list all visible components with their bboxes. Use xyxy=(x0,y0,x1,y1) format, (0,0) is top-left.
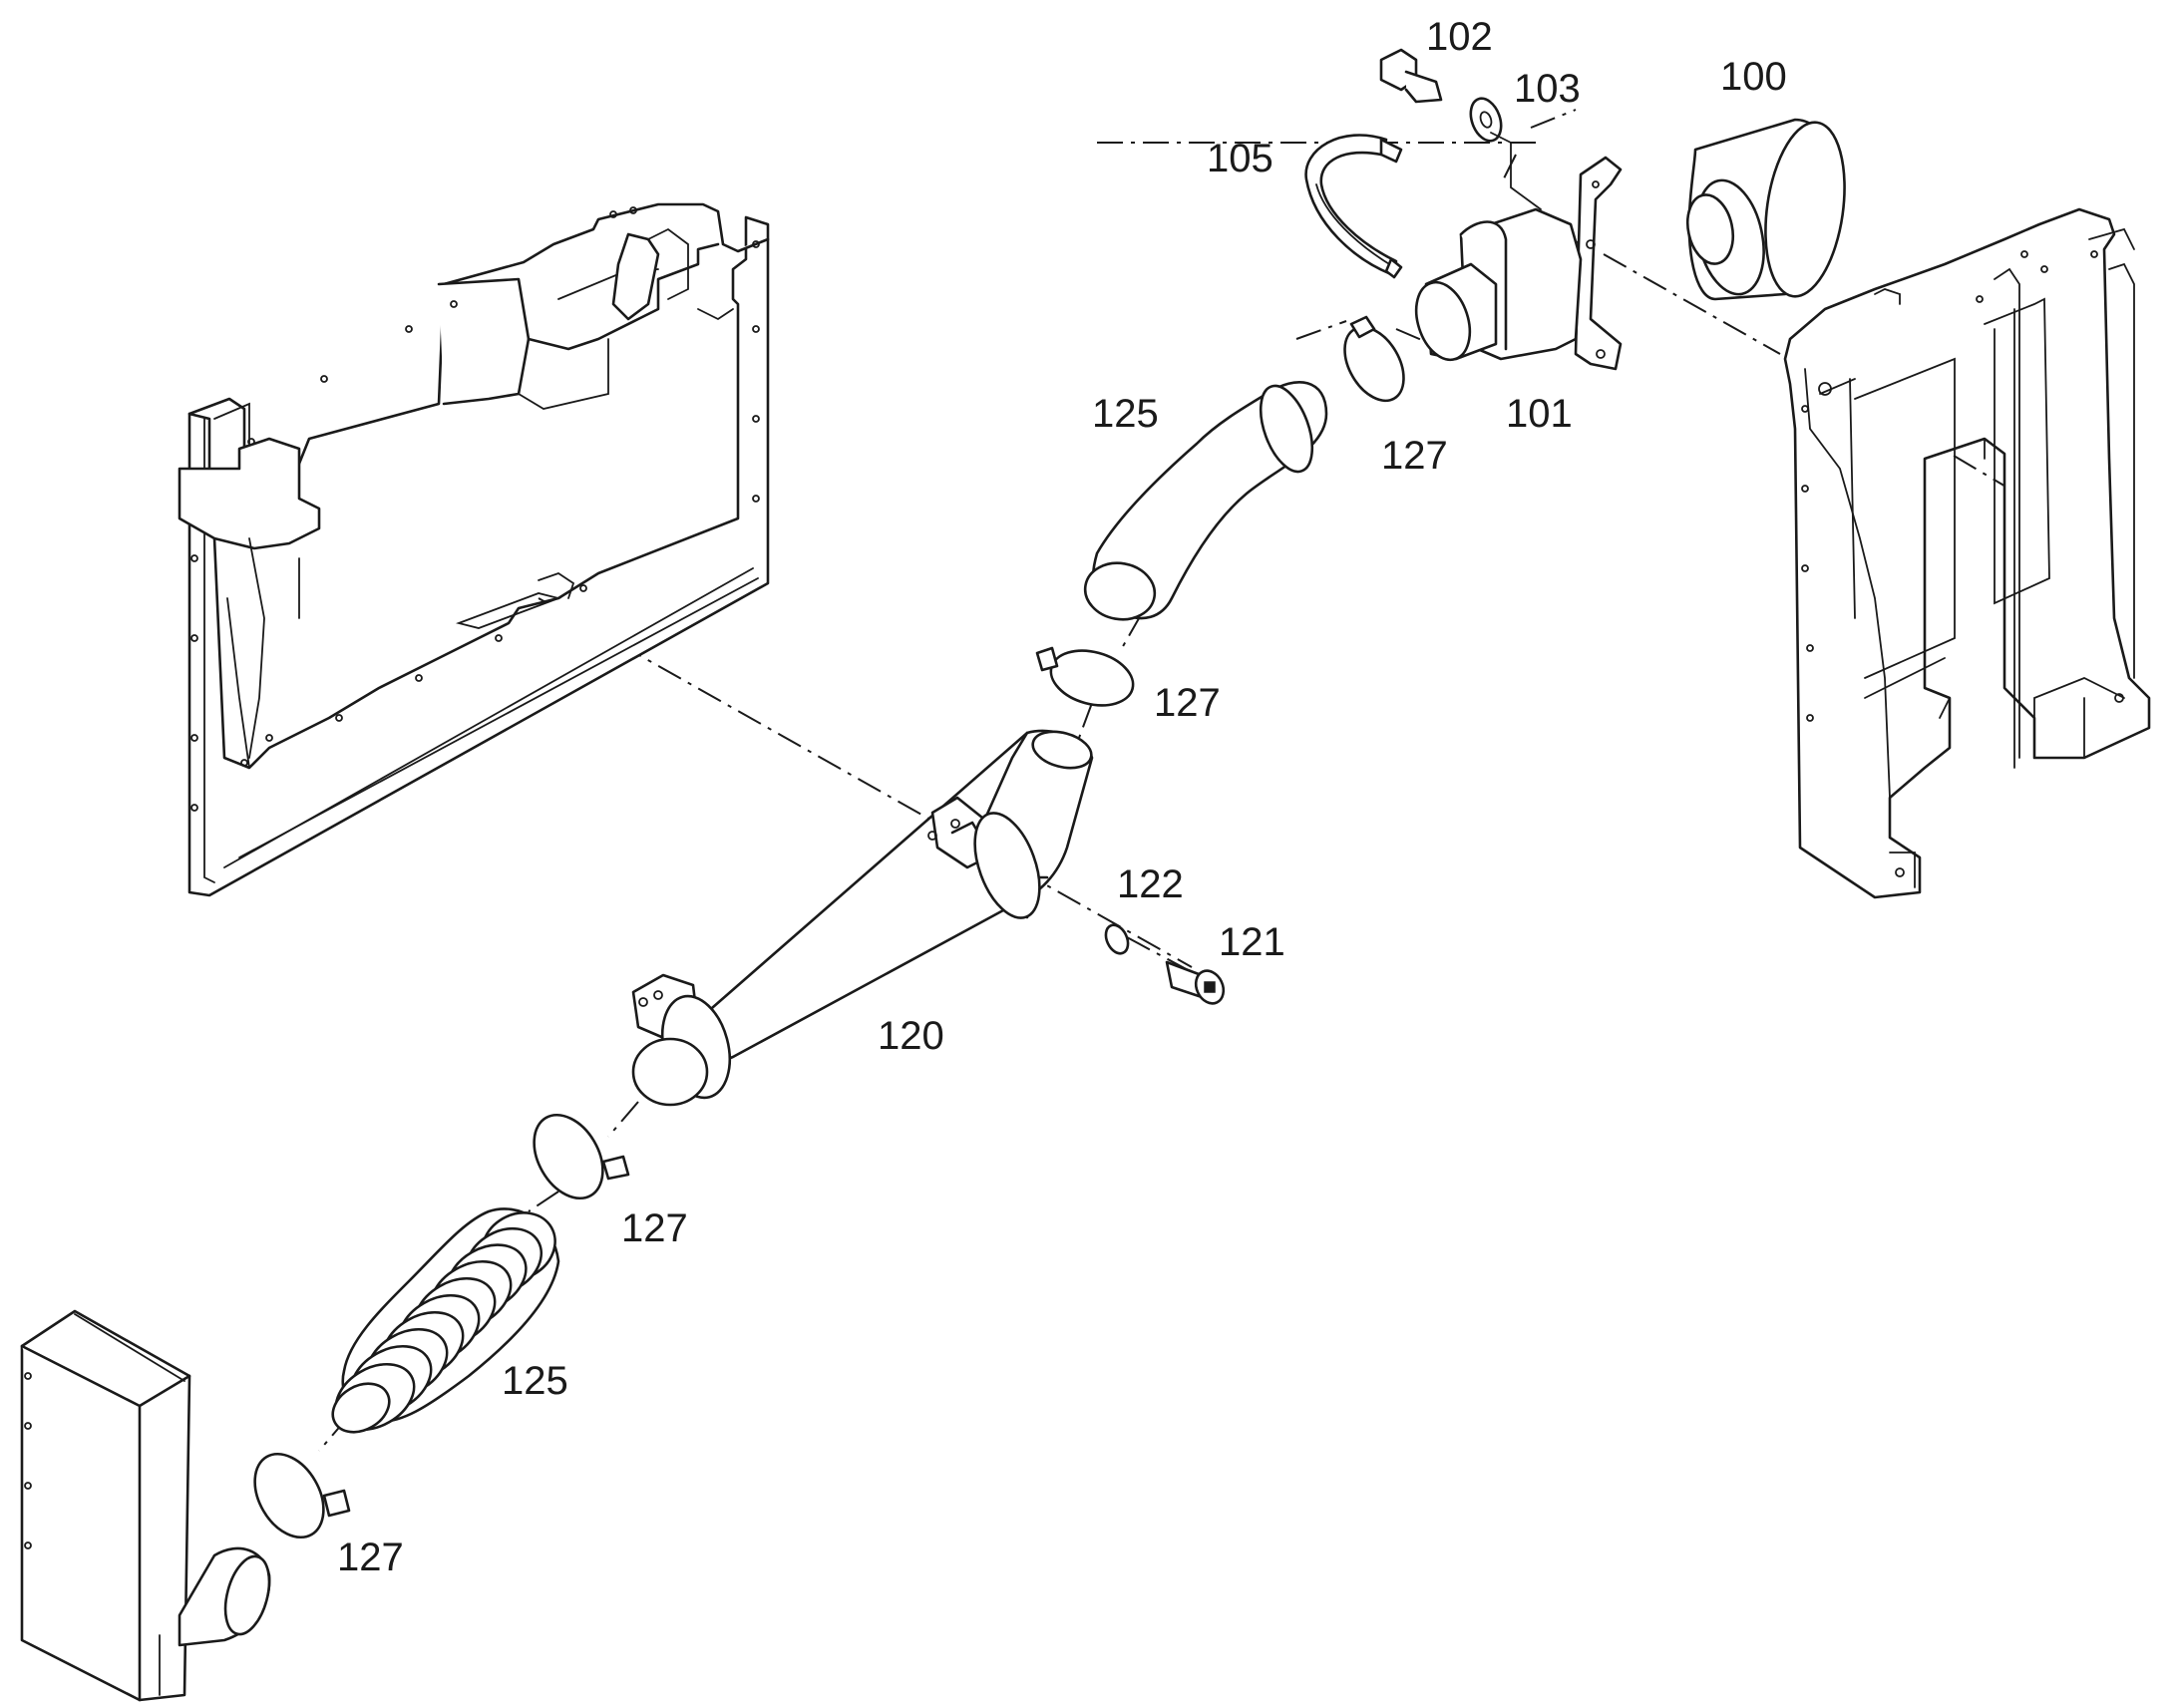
callout-105: 105 xyxy=(1207,137,1273,180)
washer-122 xyxy=(1104,923,1130,955)
callout-127-third: 127 xyxy=(621,1206,688,1250)
main-tube-120 xyxy=(631,729,1094,1107)
callout-127-top: 127 xyxy=(1381,434,1448,478)
washer-103 xyxy=(1469,97,1503,143)
hose-clamp-bottom xyxy=(253,1452,351,1539)
hose-clamp-third xyxy=(533,1113,630,1200)
strap-105 xyxy=(1304,134,1403,279)
air-filter-canister xyxy=(1685,118,1846,301)
callout-103: 103 xyxy=(1514,67,1581,111)
callout-125-lower: 125 xyxy=(502,1359,568,1403)
bolt-121 xyxy=(1165,960,1226,1005)
callout-102: 102 xyxy=(1426,15,1493,59)
callout-120: 120 xyxy=(878,1014,944,1058)
left-frame-panel xyxy=(178,202,770,897)
center-lines xyxy=(318,109,2035,1452)
callout-127-second: 127 xyxy=(1154,681,1221,725)
hose-clamp-second xyxy=(1035,646,1135,707)
intake-housing-bracket xyxy=(1414,156,1623,371)
callout-127-bottom: 127 xyxy=(337,1536,404,1579)
hose-clamp-top xyxy=(1343,315,1405,403)
right-frame-panel xyxy=(1783,207,2151,899)
callout-122: 122 xyxy=(1117,862,1184,906)
callout-101: 101 xyxy=(1506,392,1573,436)
upper-hose xyxy=(1083,381,1328,621)
callout-125-upper: 125 xyxy=(1092,392,1159,436)
pre-cleaner-box xyxy=(20,1309,271,1702)
bolt-102 xyxy=(1379,48,1443,104)
corrugated-hose xyxy=(331,1207,560,1434)
callout-labels: 102 103 100 105 125 101 127 127 122 121 … xyxy=(337,15,1787,1579)
leader-lines xyxy=(1490,132,1542,210)
callout-121: 121 xyxy=(1219,920,1285,964)
callout-100: 100 xyxy=(1720,55,1787,99)
